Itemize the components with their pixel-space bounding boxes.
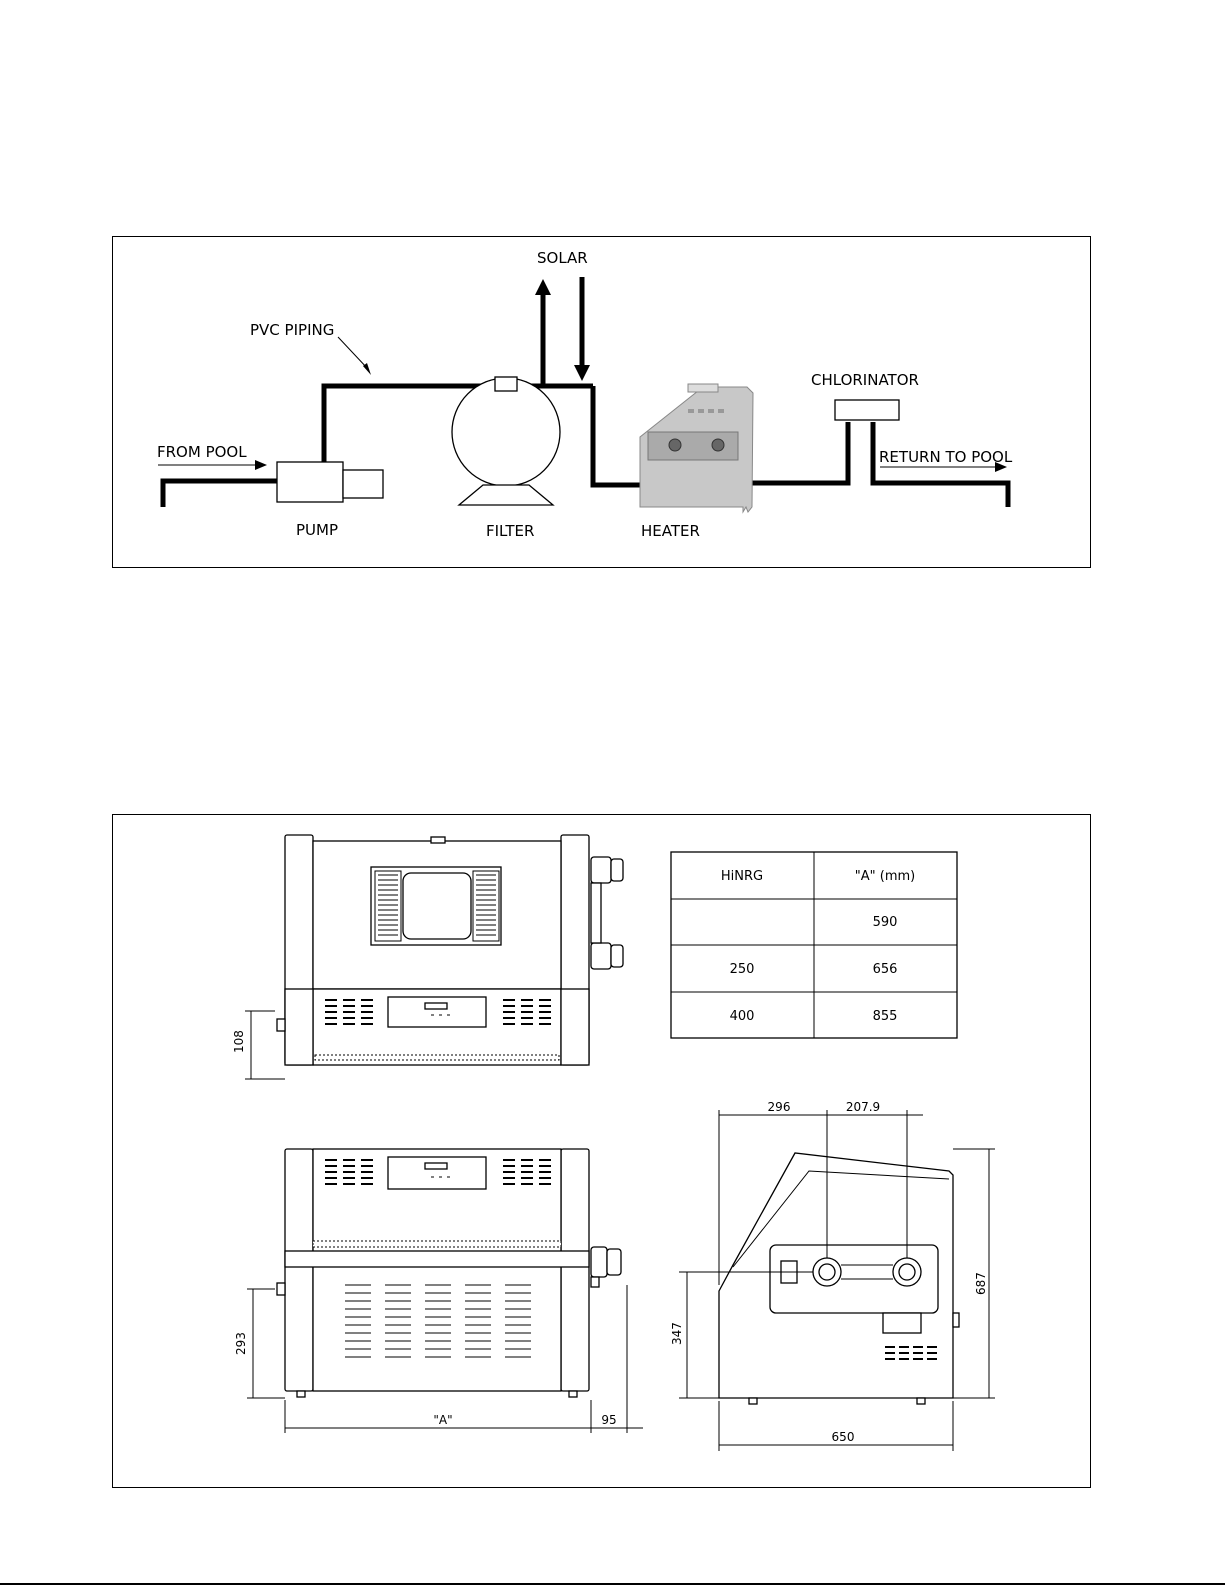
- dims-svg: 108 HiNRG "A" (mm) 590 250 656 400 855: [113, 815, 1092, 1489]
- front-view-drawing: [277, 1149, 621, 1397]
- dim-label-687: 687: [974, 1272, 988, 1295]
- dim-label-a: "A": [433, 1413, 452, 1427]
- dimension-drawing: 108 HiNRG "A" (mm) 590 250 656 400 855: [112, 814, 1091, 1488]
- table-cell: 400: [730, 1009, 755, 1024]
- table-cell: 656: [873, 962, 898, 977]
- flow-svg: SOLAR PVC PIPING FROM POOL PUMP FILTER H…: [113, 237, 1092, 569]
- dim-label-296: 296: [768, 1100, 791, 1114]
- label-return-to-pool: RETURN TO POOL: [879, 448, 1013, 466]
- plumbing-flow-diagram: SOLAR PVC PIPING FROM POOL PUMP FILTER H…: [112, 236, 1091, 568]
- side-view-drawing: [719, 1153, 959, 1404]
- pump-shape: [277, 462, 383, 502]
- label-from-pool: FROM POOL: [157, 443, 247, 461]
- table-header-a: "A" (mm): [855, 869, 915, 884]
- dim-label-207: 207.9: [846, 1100, 880, 1114]
- solar-out-arrowhead: [535, 279, 551, 295]
- table-cell: 855: [873, 1009, 898, 1024]
- label-chlorinator: CHLORINATOR: [811, 371, 919, 389]
- table-header-model: HiNRG: [721, 869, 763, 884]
- dim-label-293: 293: [234, 1332, 248, 1355]
- dim-label-347: 347: [670, 1322, 684, 1345]
- top-view-drawing: [277, 835, 623, 1065]
- model-dimension-table: HiNRG "A" (mm) 590 250 656 400 855: [671, 852, 957, 1038]
- pipe-from-pool: [163, 481, 281, 507]
- dim-label-108: 108: [232, 1030, 246, 1053]
- label-solar: SOLAR: [537, 249, 588, 267]
- label-filter: FILTER: [486, 522, 534, 540]
- label-pvc-piping: PVC PIPING: [250, 321, 334, 339]
- heater-image: [640, 384, 753, 512]
- filter-shape: [452, 377, 560, 505]
- solar-in-arrowhead: [574, 365, 590, 381]
- chlorinator-shape: [835, 400, 899, 420]
- table-cell: 250: [730, 962, 755, 977]
- dim-label-650: 650: [832, 1430, 855, 1444]
- dim-293: 293: [234, 1289, 285, 1398]
- label-pump: PUMP: [296, 521, 338, 539]
- from-pool-arrowhead: [255, 460, 267, 470]
- label-heater: HEATER: [641, 522, 700, 540]
- table-cell: 590: [873, 915, 898, 930]
- dim-label-95: 95: [601, 1413, 616, 1427]
